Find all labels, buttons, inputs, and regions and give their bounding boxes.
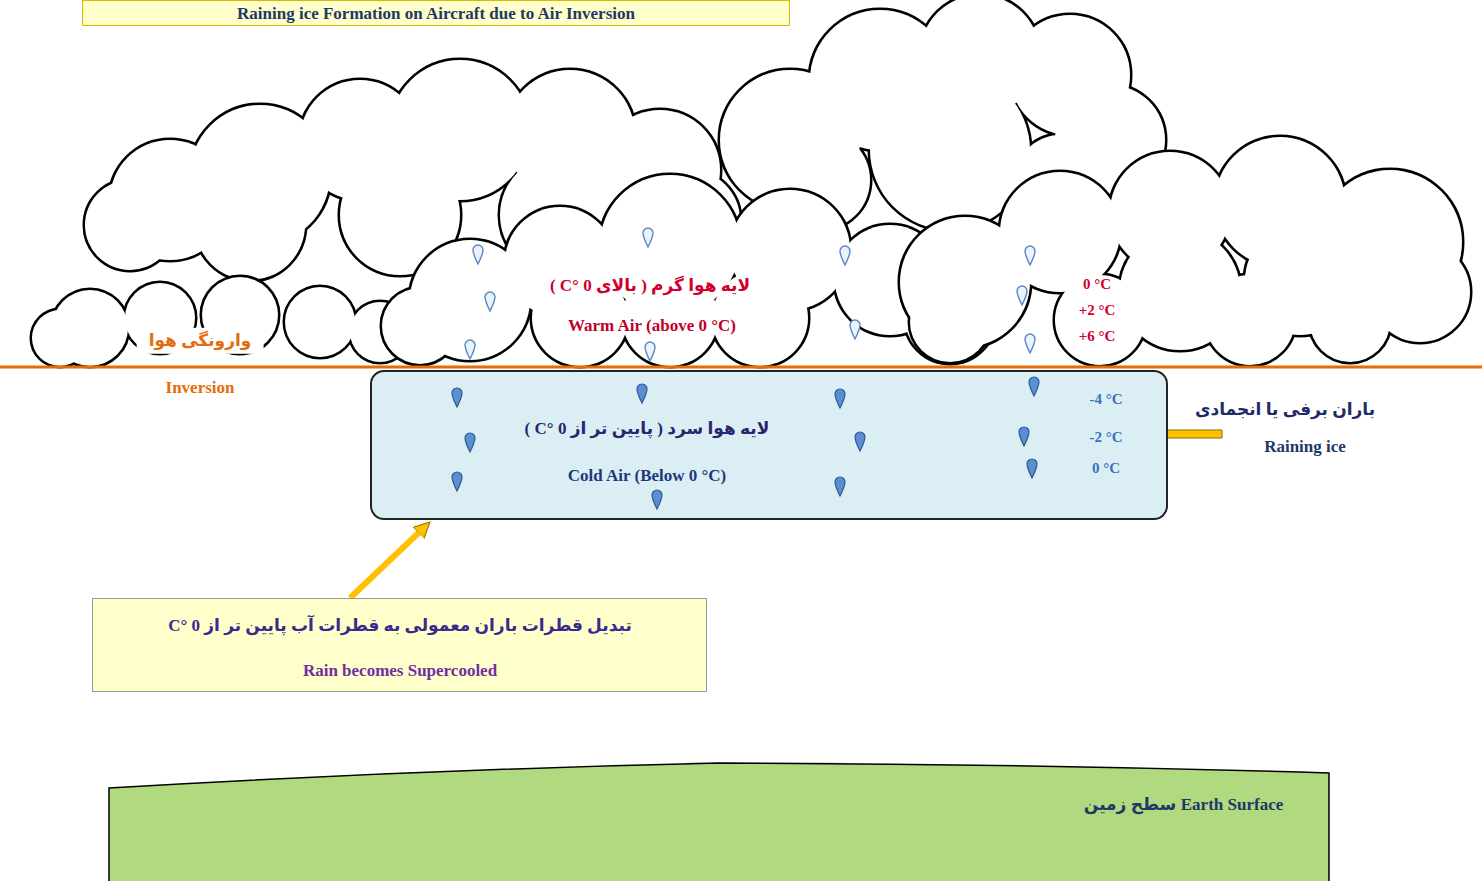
layer-title: Warm Air (above 0 °C) (568, 316, 736, 336)
layer-title: لایه هوا سرد ( پایین تر از 0 °C ) (525, 419, 770, 439)
cold-raindrops (372, 372, 1170, 522)
temperature: 0 °C (1083, 275, 1111, 293)
ground-label: Earth Surface (1181, 795, 1283, 815)
raindrop (452, 388, 462, 407)
annotation: باران برفی یا انجمادی (1195, 400, 1375, 420)
raindrop (855, 432, 865, 451)
inversion-label: وارونگی هوا (137, 328, 264, 354)
callout-box: تبدیل قطرات باران معمولی به قطرات آب پای… (92, 598, 707, 692)
warm-raindrops (465, 228, 1035, 361)
cloud (32, 277, 410, 366)
inversion-label: Inversion (166, 378, 235, 398)
ground (109, 763, 1329, 881)
ground-label: سطح زمین (1084, 795, 1176, 815)
raindrop (835, 389, 845, 408)
raindrop (1019, 427, 1029, 446)
raindrop (637, 384, 647, 403)
layer-title: لایه هوا گرم ( بالای 0 °C ) (550, 276, 750, 296)
callout-text: تبدیل قطرات باران معمولی به قطرات آب پای… (168, 616, 632, 636)
layer-title: Cold Air (Below 0 °C) (568, 466, 727, 486)
cloud (900, 137, 1470, 365)
callout-text: Rain becomes Supercooled (303, 661, 497, 681)
cold-air-layer: لایه هوا سرد ( پایین تر از 0 °C ) Cold Ai… (370, 370, 1168, 520)
callout-arrow (350, 533, 418, 598)
temperature: +6 °C (1079, 327, 1116, 345)
title-box: Raining ice Formation on Aircraft due to… (82, 0, 790, 26)
raindrop (465, 433, 475, 452)
temperature: 0 °C (1092, 459, 1120, 477)
earth-surface: سطح زمینEarth Surface (108, 760, 1330, 881)
raindrop (1029, 377, 1039, 396)
temperature: +2 °C (1079, 301, 1116, 319)
ground-shape (108, 760, 1330, 881)
annotation: Raining ice (1264, 437, 1346, 457)
raindrop (452, 472, 462, 491)
title: Raining ice Formation on Aircraft due to… (237, 4, 635, 24)
raindrop (1027, 459, 1037, 478)
temperature: -4 °C (1089, 390, 1122, 408)
temperature: -2 °C (1089, 428, 1122, 446)
raindrop (652, 490, 662, 509)
inversion-line (0, 366, 1482, 369)
raindrop (835, 477, 845, 496)
